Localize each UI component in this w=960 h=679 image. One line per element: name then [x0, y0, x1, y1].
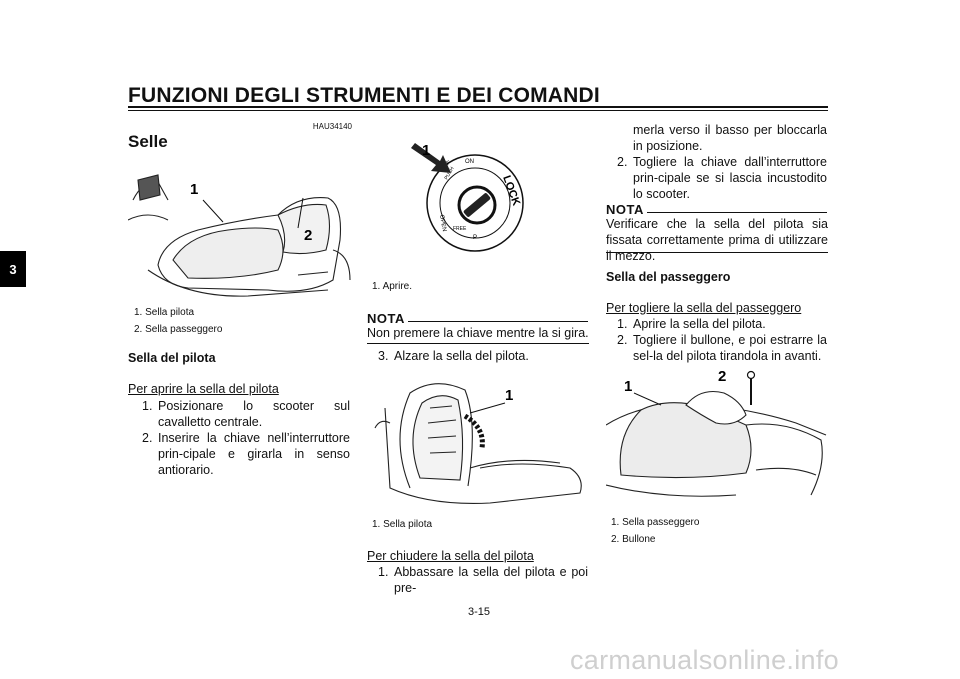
- chapter-tab: 3: [0, 251, 26, 287]
- col3-nota-end-rule: [606, 252, 828, 253]
- col3-step-1: 1.Aprire la sella del pilota.: [617, 317, 766, 331]
- key-label-free: FREE: [453, 226, 467, 232]
- fig4-callout-2: 2: [718, 368, 726, 385]
- col2-nota-label: NOTA: [367, 311, 405, 326]
- col3-cont-text: merla verso il basso per bloccarla in po…: [633, 123, 827, 153]
- col1-open-heading: Per aprire la sella del pilota: [128, 382, 279, 396]
- col2-step-3: 3.Alzare la sella del pilota.: [378, 349, 529, 363]
- key-label-lock: LOCK: [500, 174, 522, 207]
- page-number: 3-15: [468, 606, 491, 618]
- figure-scooter-seats: 1 2: [128, 174, 351, 297]
- fig1-callout-2: 2: [304, 227, 312, 244]
- fig4-caption-1: 1. Sella passeggero: [611, 517, 700, 528]
- watermark: carmanualsonline.info: [570, 645, 839, 675]
- col3-subtitle: Sella del passeggero: [606, 270, 731, 284]
- figure-passenger-seat: 1 2: [606, 368, 827, 497]
- col1-step-1: 1.Posizionare lo scooter sul cavalletto …: [142, 399, 350, 429]
- col1-step-2: 2.Inserire la chiave nell’interruttore p…: [142, 431, 350, 477]
- fig3-caption-1: 1. Sella pilota: [372, 519, 433, 530]
- fig1-caption-2: 2. Sella passeggero: [134, 324, 223, 335]
- col2-nota-rule: [408, 321, 588, 322]
- fig4-caption-2: 2. Bullone: [611, 534, 656, 545]
- col3-step-2: 2.Togliere la chiave dall’interruttore p…: [617, 155, 827, 201]
- section-code: HAU34140: [312, 122, 352, 131]
- col2-nota-end-rule: [367, 343, 589, 344]
- key-label-open: OPEN: [438, 214, 447, 232]
- figure-rider-seat-open: 1: [374, 383, 582, 504]
- fig2-callout-1: 1: [422, 142, 430, 159]
- col1-subtitle: Sella del pilota: [128, 351, 216, 365]
- page-title: FUNZIONI DEGLI STRUMENTI E DEI COMANDI: [128, 84, 600, 107]
- figure-key-switch: OFF ON LOCK PUSH OPEN FREE P 1: [411, 142, 524, 252]
- section-title: Selle: [128, 132, 168, 151]
- fig3-callout-1: 1: [505, 387, 513, 404]
- col2-close-heading: Per chiudere la sella del pilota: [367, 549, 534, 563]
- key-label-on: ON: [465, 159, 474, 165]
- key-label-p: P: [473, 235, 477, 241]
- col2-close-step-1: 1.Abbassare la sella del pilota e poi pr…: [378, 565, 588, 595]
- title-rule-thin: [128, 110, 828, 111]
- fig1-caption-1: 1. Sella pilota: [134, 307, 195, 318]
- col3-step-2b: 2.Togliere il bullone, e poi estrarre la…: [617, 333, 827, 363]
- col3-nota-label: NOTA: [606, 202, 644, 217]
- fig4-callout-1: 1: [624, 378, 632, 395]
- fig2-caption-1: 1. Aprire.: [372, 281, 413, 292]
- col3-nota-text: Verificare che la sella del pilota sia f…: [606, 217, 828, 263]
- title-rule: [128, 106, 828, 108]
- col2-nota-text: Non premere la chiave mentre la si gira.: [367, 326, 589, 340]
- col3-remove-heading: Per togliere la sella del passeggero: [606, 301, 802, 315]
- fig1-callout-1: 1: [190, 181, 198, 198]
- col3-nota-rule: [647, 212, 827, 213]
